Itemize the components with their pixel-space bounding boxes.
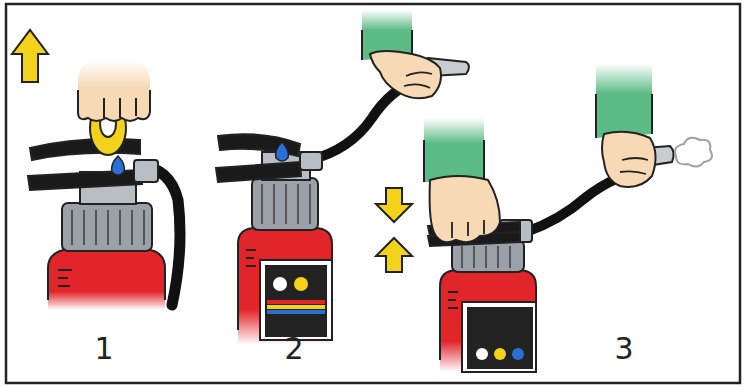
hand-outline: [78, 90, 150, 121]
instruction-label: [265, 265, 327, 337]
hose: [140, 166, 180, 305]
step-anchor: 1: [94, 334, 113, 364]
hose: [526, 178, 618, 232]
body-highlight: [246, 250, 256, 266]
label-frame: [462, 302, 536, 372]
seal: [112, 156, 125, 175]
step-number: 1: [94, 331, 113, 366]
squeeze-arrow: [376, 188, 412, 222]
frame: [6, 4, 740, 383]
neck-ridges: [72, 210, 144, 245]
gripping-hand: [430, 176, 500, 242]
step-number: 2: [284, 331, 303, 366]
body-highlight: [448, 292, 458, 308]
hand: [78, 60, 150, 121]
label-dot: [476, 348, 488, 360]
label-stripe: [267, 305, 325, 309]
label-dot: [273, 277, 287, 291]
extinguisher-neck: [252, 178, 318, 230]
extinguisher-body: [48, 249, 165, 310]
sleeve: [424, 118, 484, 182]
instruction-label: [467, 307, 533, 369]
body-outline: [48, 249, 165, 300]
label-dot: [494, 348, 506, 360]
label-stripe: [267, 310, 325, 314]
step-anchor: 3: [614, 334, 633, 364]
panel-three: [376, 64, 712, 372]
spray-cloud: [675, 138, 712, 167]
finger-lines: [404, 72, 432, 88]
step-anchor: 2: [284, 334, 303, 364]
lower-handle: [28, 170, 142, 190]
extinguisher-body: [440, 270, 536, 372]
seal: [276, 142, 289, 161]
label-dot: [512, 348, 524, 360]
neck-ridges: [262, 184, 310, 224]
finger-lines: [452, 220, 484, 238]
step-number: 3: [614, 331, 633, 366]
pull-arrow: [12, 30, 48, 82]
finger-lines: [620, 158, 648, 174]
sleeve: [596, 64, 652, 138]
lower-handle: [216, 162, 301, 182]
panel-one: [12, 30, 180, 310]
extinguisher-neck: [62, 203, 152, 251]
neck-ridges: [462, 246, 510, 268]
body-highlight: [58, 270, 72, 286]
hose-fitting: [300, 152, 322, 170]
squeeze-arrow: [376, 238, 412, 272]
label-dot: [294, 277, 308, 291]
label-frame: [260, 260, 332, 340]
hand: [370, 51, 441, 98]
hand: [602, 132, 656, 187]
label-stripe: [267, 300, 325, 304]
extinguisher-body: [238, 228, 332, 345]
hose-fitting: [134, 160, 158, 182]
